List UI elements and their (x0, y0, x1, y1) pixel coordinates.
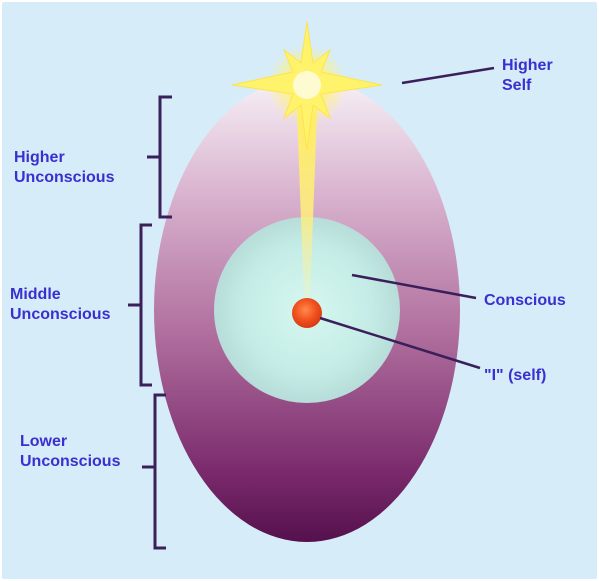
lower-unconscious-label: Lower Unconscious (20, 432, 120, 472)
self-dot (292, 298, 322, 328)
higher-self-label: Higher Self (502, 56, 553, 96)
higher-self-leader (402, 68, 494, 83)
middle-unconscious-label: Middle Unconscious (10, 285, 110, 325)
conscious-label: Conscious (484, 291, 566, 311)
lower-unconscious-bracket (142, 395, 166, 548)
self-label: "I" (self) (484, 366, 546, 386)
higher-unconscious-label: Higher Unconscious (14, 148, 114, 188)
higher-unconscious-bracket (147, 97, 172, 217)
middle-unconscious-bracket (128, 225, 152, 385)
